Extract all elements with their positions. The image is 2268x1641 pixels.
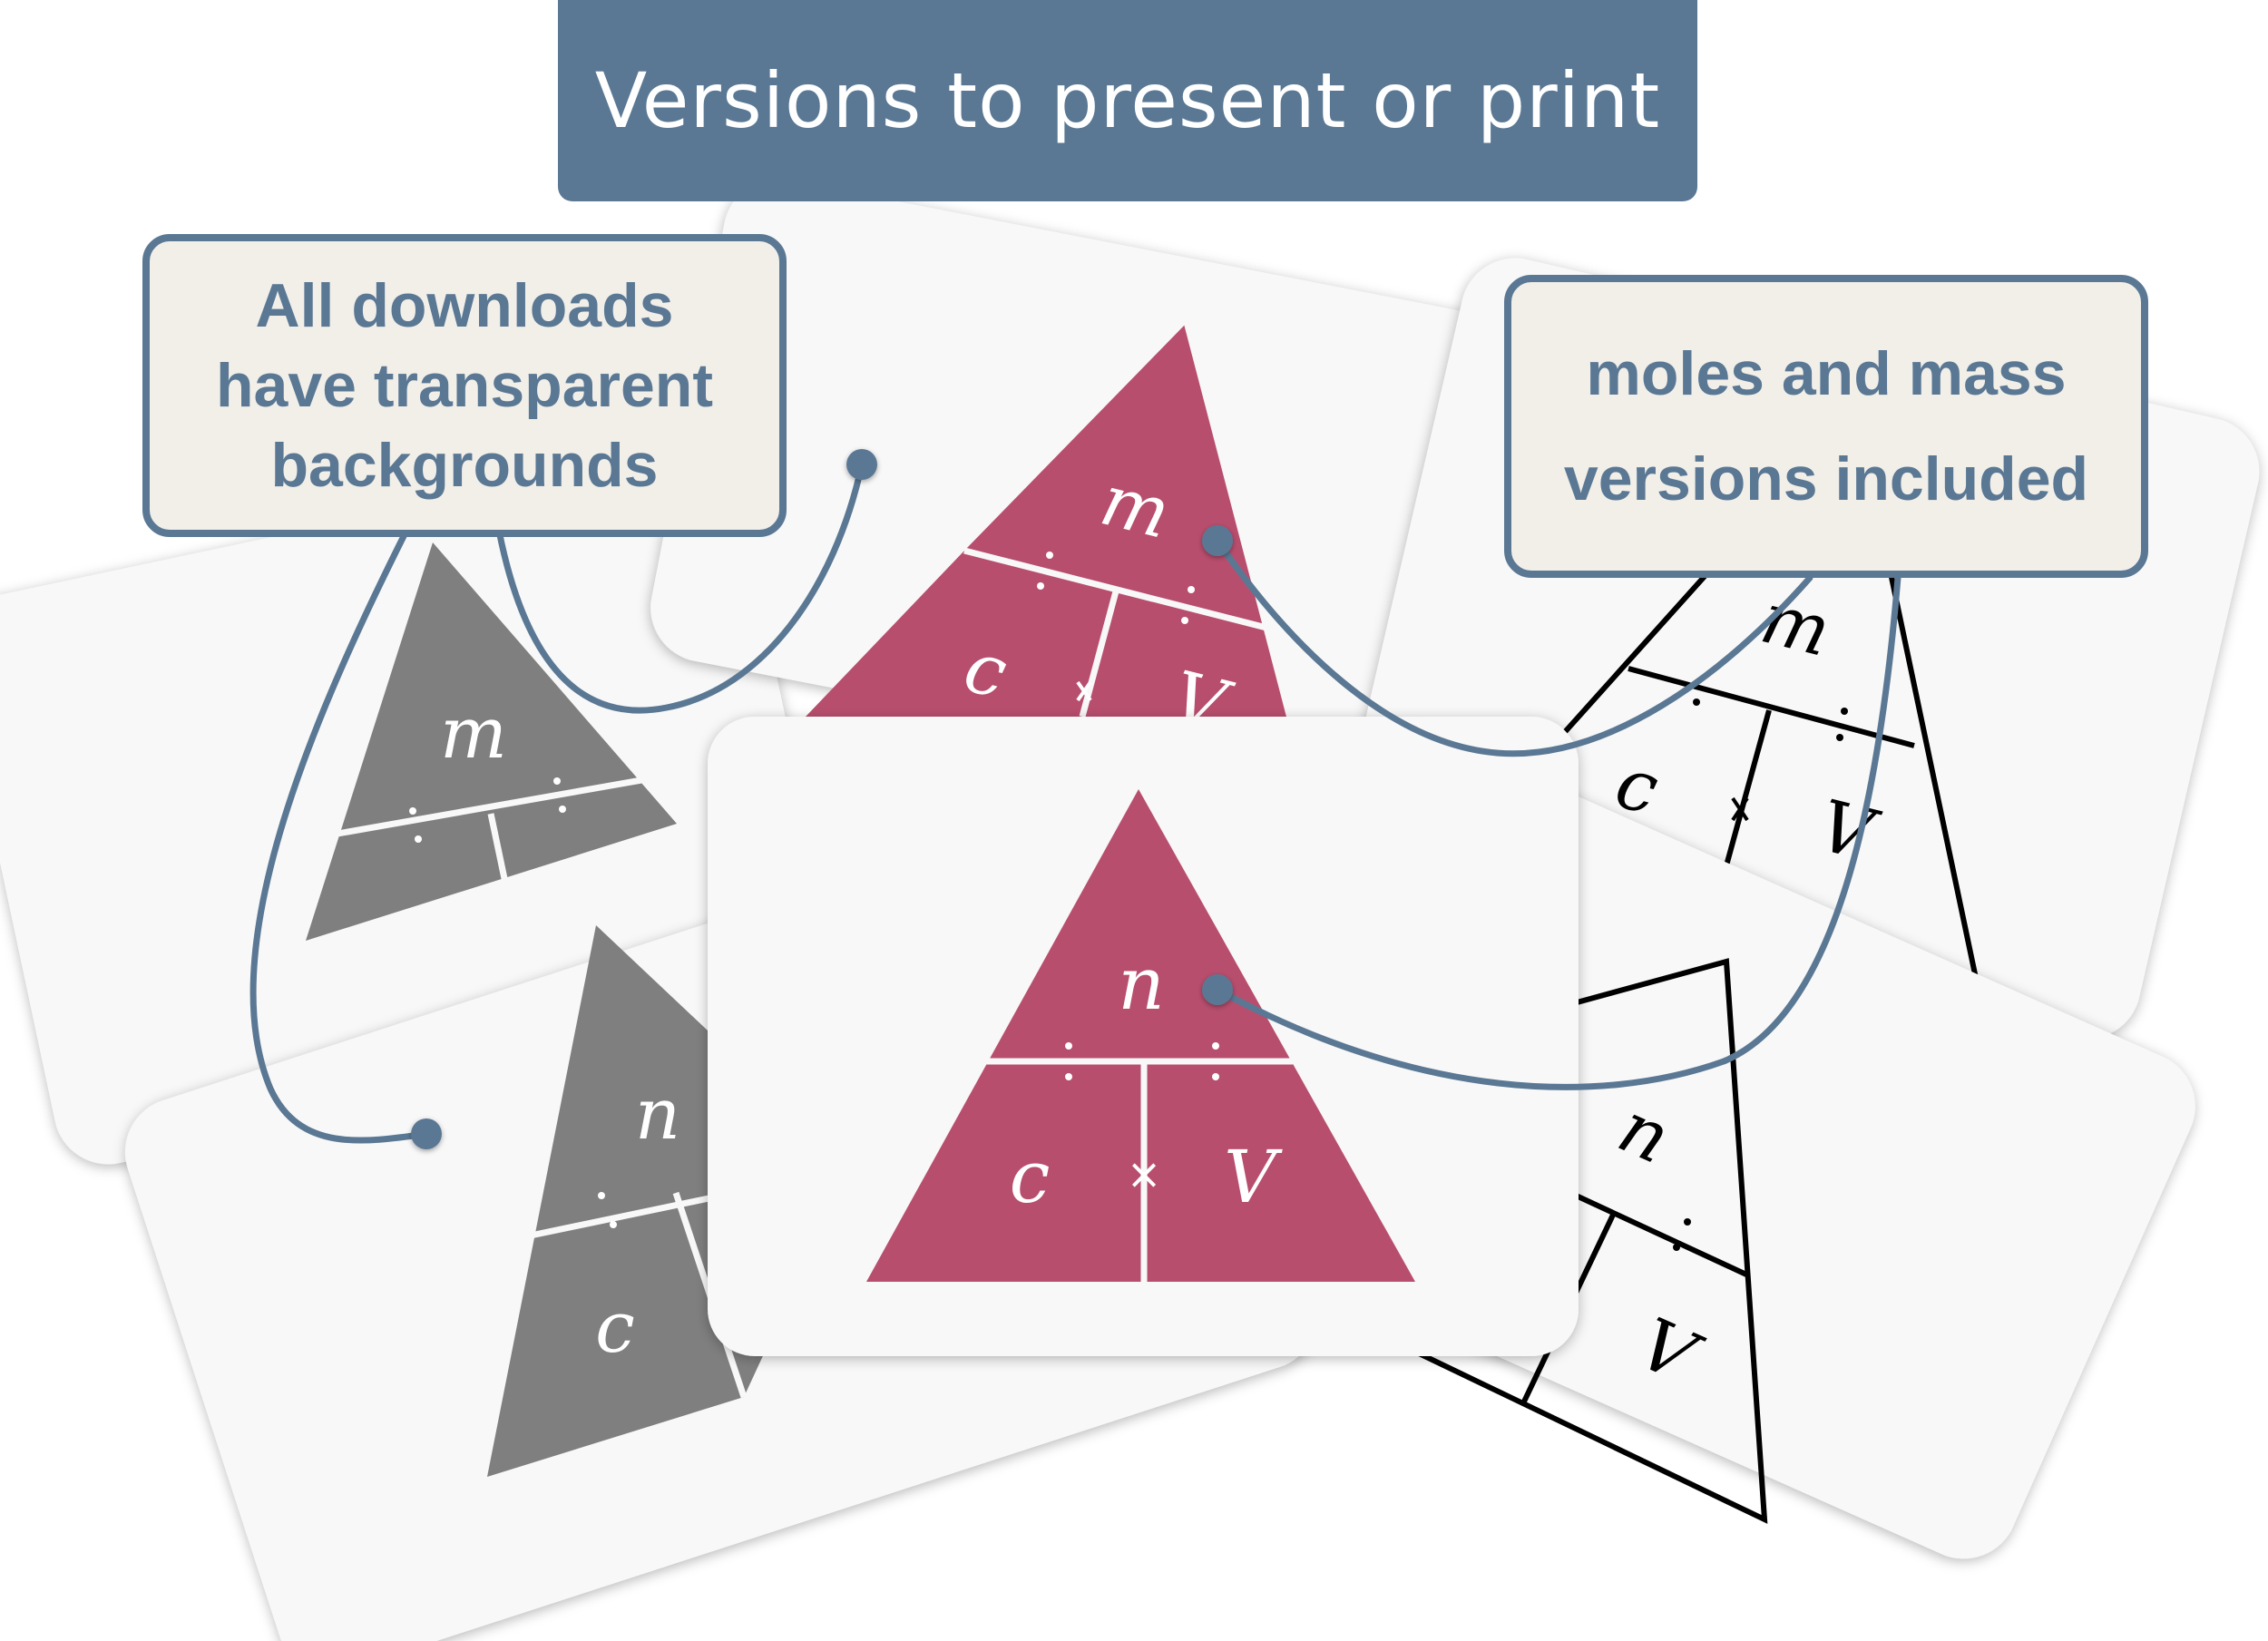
connector-left-to-grey-moles	[249, 527, 430, 1144]
connectors	[249, 461, 1901, 1144]
pink-moles-operator: ×	[1127, 1149, 1162, 1198]
dot-pink-moles	[1202, 974, 1233, 1005]
callout-left-line-3: backgrounds	[270, 431, 659, 500]
dot-left-end	[846, 449, 877, 480]
pink-moles-left-label: c	[1010, 1135, 1051, 1219]
callout-right-line-1: moles and mass	[1586, 339, 2067, 408]
callout-versions-included: moles and mass versions included	[1504, 275, 2148, 578]
dot-pink-mass	[1202, 525, 1233, 556]
page-title: Versions to present or print	[558, 0, 1697, 201]
connector-dots	[411, 449, 1233, 1149]
grey-mass-top-label: m	[440, 693, 507, 775]
connector-right-to-pink-moles	[1214, 574, 1901, 1090]
connector-right-to-pink-mass	[1214, 537, 1813, 757]
connector-left-to-pink-mass	[495, 461, 865, 714]
grey-moles-left-label: c	[595, 1287, 635, 1369]
card-pink-moles: n c V ×	[708, 717, 1579, 1356]
callout-transparent-backgrounds: All downloads have transparent backgroun…	[142, 234, 787, 537]
card-pink-mass: m c V	[650, 179, 1545, 801]
pink-moles-right-label: V	[1224, 1135, 1283, 1219]
callout-left-line-2: have transparent	[216, 351, 713, 420]
callout-left-line-1: All downloads	[255, 271, 674, 340]
pink-moles-top-label: n	[1118, 942, 1165, 1026]
callout-right-line-2: versions included	[1563, 444, 2089, 513]
dot-grey-moles	[411, 1118, 442, 1149]
grey-moles-top-label: n	[635, 1074, 680, 1156]
